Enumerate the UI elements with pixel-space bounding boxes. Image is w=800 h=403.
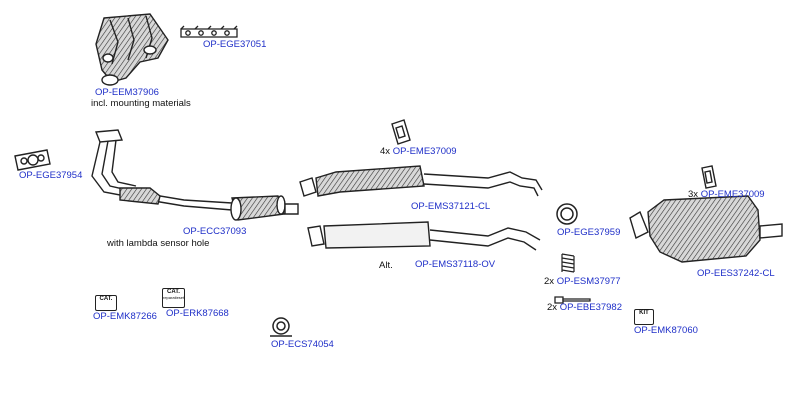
alt-prefix: Alt. xyxy=(379,260,393,271)
front-pipe-gasket xyxy=(14,149,51,171)
part-code-eme37009-rear[interactable]: OP-EME37009 xyxy=(700,189,765,200)
part-code-eem37906[interactable]: OP-EEM37906 xyxy=(95,87,159,98)
cat-repair-badge-icon: CAT. reparatieset xyxy=(162,288,185,308)
exhaust-manifold xyxy=(95,13,169,86)
front-pipe-note: with lambda sensor hole xyxy=(107,238,210,249)
alternative-center-muffler xyxy=(307,221,541,251)
kit-badge-icon: KIT xyxy=(634,309,654,325)
part-code-ege37959[interactable]: OP-EGE37959 xyxy=(557,227,621,238)
part-code-ecs74054[interactable]: OP-ECS74054 xyxy=(271,339,334,350)
exhaust-clamp xyxy=(270,317,292,337)
part-code-ems37121[interactable]: OP-EMS37121-CL xyxy=(411,201,491,212)
spring-label: 2x OP-ESM37977 xyxy=(544,276,621,287)
rear-muffler xyxy=(629,195,783,263)
bolt-qty: 2x xyxy=(547,302,558,313)
bolt-label: 2x OP-EBE37982 xyxy=(547,302,622,313)
rubber-hanger-front xyxy=(391,119,411,145)
part-code-emk87060[interactable]: OP-EMK87060 xyxy=(634,325,698,336)
part-code-eme37009-front[interactable]: OP-EME37009 xyxy=(392,146,457,157)
part-code-ems37118[interactable]: OP-EMS37118-OV xyxy=(415,259,496,270)
rubber-hanger-rear xyxy=(701,165,717,189)
manifold-note: incl. mounting materials xyxy=(91,98,191,109)
part-code-ebe37982[interactable]: OP-EBE37982 xyxy=(559,302,623,313)
cat-badge-text: CAT. xyxy=(99,296,113,302)
center-muffler xyxy=(299,165,543,197)
cat-repair-badge-text: CAT. xyxy=(167,289,180,295)
spring-qty: 2x xyxy=(544,276,555,287)
hanger-front-qty: 4x xyxy=(380,146,391,157)
manifold-gasket-strip xyxy=(180,25,238,38)
kit-badge-text: KIT xyxy=(639,310,649,316)
hanger-rear-label: 3x OP-EME37009 xyxy=(688,189,765,200)
hanger-front-label: 4x OP-EME37009 xyxy=(380,146,457,157)
cat-repair-badge-sub: reparatieset xyxy=(163,295,185,300)
spring xyxy=(561,253,575,273)
part-code-emk87266[interactable]: OP-EMK87266 xyxy=(93,311,157,322)
hanger-rear-qty: 3x xyxy=(688,189,699,200)
rear-gasket-ring xyxy=(556,203,578,225)
part-code-erk87668[interactable]: OP-ERK87668 xyxy=(166,308,229,319)
part-code-ege37954[interactable]: OP-EGE37954 xyxy=(19,170,83,181)
cat-badge-icon: CAT. xyxy=(95,295,117,311)
part-code-ecc37093[interactable]: OP-ECC37093 xyxy=(183,226,247,237)
part-code-ees37242[interactable]: OP-EES37242-CL xyxy=(697,268,775,279)
part-code-esm37977[interactable]: OP-ESM37977 xyxy=(556,276,621,287)
front-pipe-catalytic-converter xyxy=(91,129,299,221)
part-code-ege37051[interactable]: OP-EGE37051 xyxy=(203,39,267,50)
bolt xyxy=(554,296,591,304)
